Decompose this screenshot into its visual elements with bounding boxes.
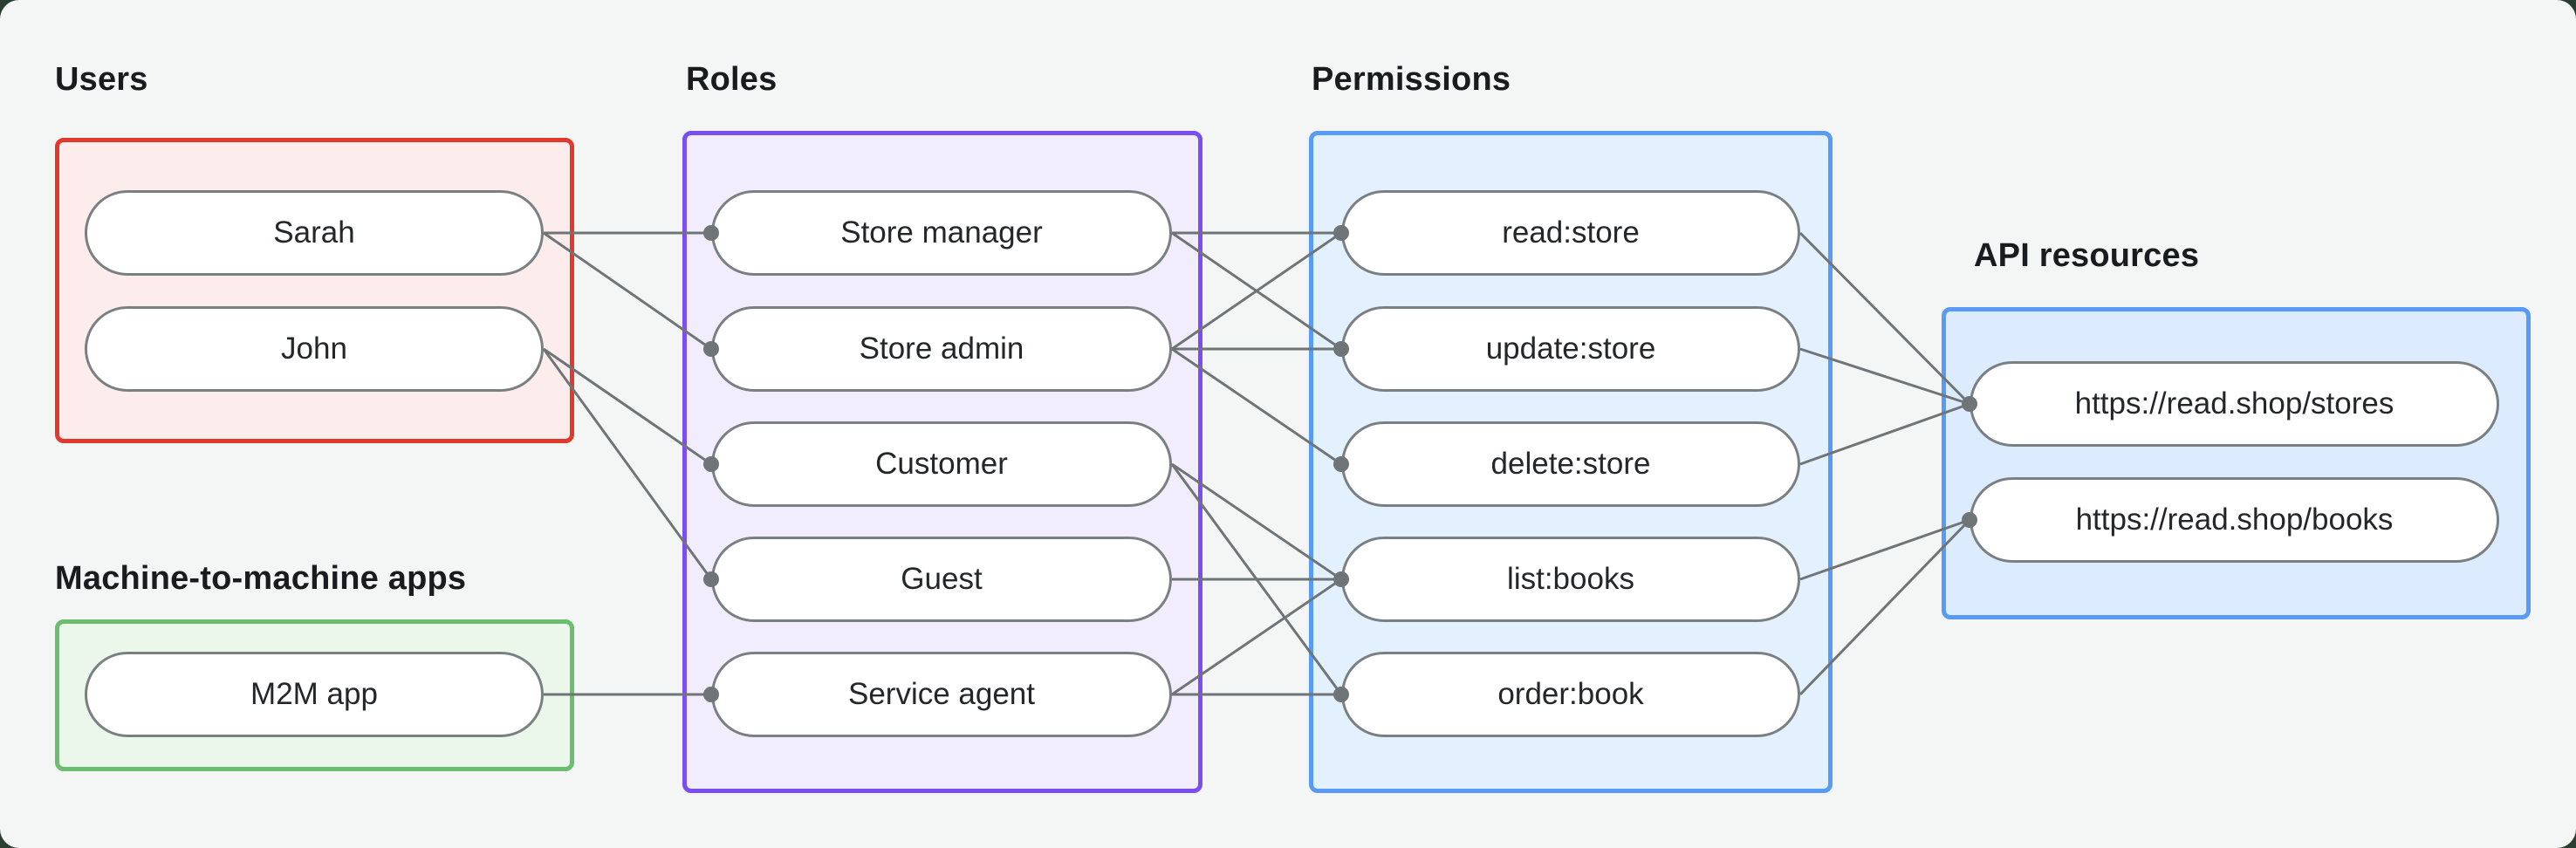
node-sarah: Sarah	[85, 190, 544, 276]
node-customer: Customer	[711, 421, 1172, 507]
node-delete-store: delete:store	[1341, 421, 1800, 507]
node-store-manager: Store manager	[711, 190, 1172, 276]
api-resources-group-box	[1942, 307, 2531, 619]
node-stores-api: https://read.shop/stores	[1970, 361, 2499, 447]
node-guest: Guest	[711, 537, 1172, 622]
node-books-api: https://read.shop/books	[1970, 477, 2499, 563]
roles-group-title: Roles	[686, 61, 778, 98]
node-list-books: list:books	[1341, 537, 1800, 622]
users-group-title: Users	[55, 61, 148, 98]
node-m2m-app: M2M app	[85, 652, 544, 737]
m2m-group-title: Machine-to-machine apps	[55, 560, 467, 597]
permissions-group-title: Permissions	[1312, 61, 1511, 98]
users-group-box	[55, 138, 574, 443]
node-john: John	[85, 306, 544, 392]
node-store-admin: Store admin	[711, 306, 1172, 392]
node-update-store: update:store	[1341, 306, 1800, 392]
node-order-book: order:book	[1341, 652, 1800, 737]
node-read-store: read:store	[1341, 190, 1800, 276]
node-service-agent: Service agent	[711, 652, 1172, 737]
api-resources-group-title: API resources	[1974, 237, 2200, 274]
